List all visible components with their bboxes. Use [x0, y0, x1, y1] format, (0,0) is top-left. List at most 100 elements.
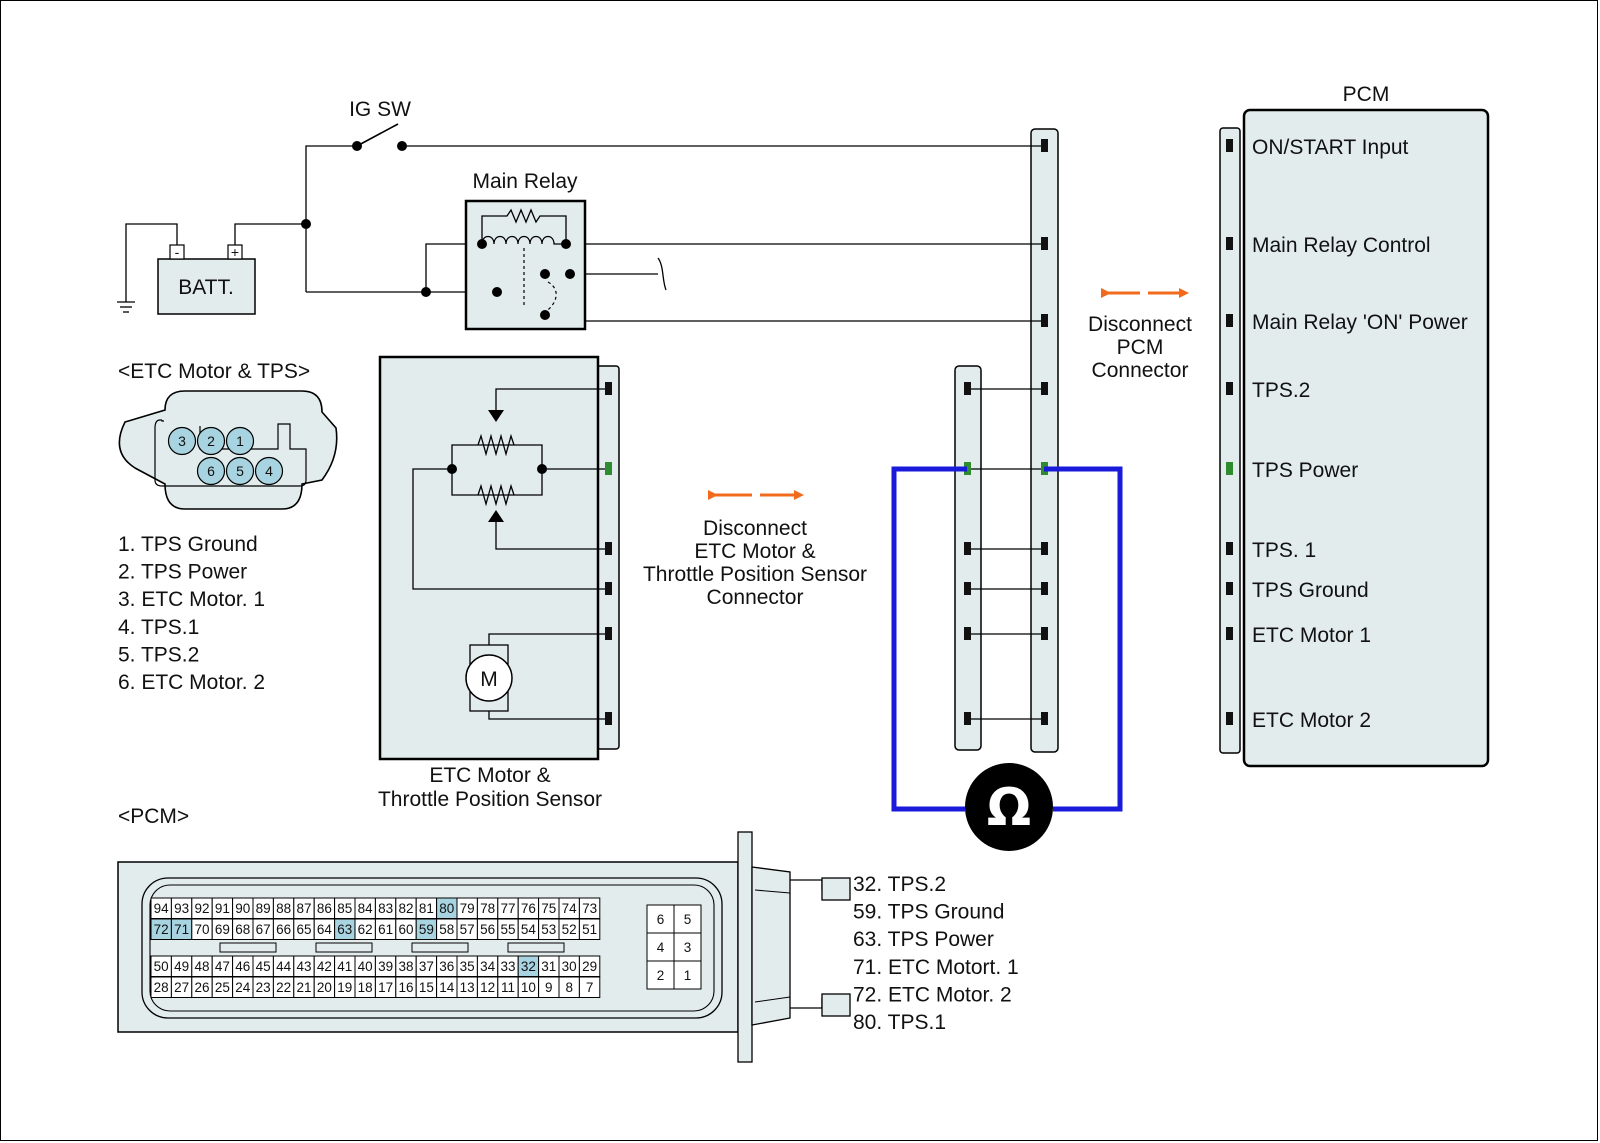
pcm-pin-number: 42 — [317, 959, 332, 974]
junction-dot — [301, 219, 311, 229]
junction-dot — [421, 287, 431, 297]
pcm-harness-terminal — [1041, 237, 1048, 250]
disconnect-pcm-line: PCM — [1117, 336, 1164, 359]
etc-box-terminal — [605, 582, 612, 595]
disconnect-pcm-line: Connector — [1092, 359, 1189, 382]
pcm-terminal-pin — [1226, 627, 1233, 640]
pcm-pin-number: 94 — [154, 901, 170, 916]
battery-negative-sign: - — [175, 244, 180, 260]
pcm-pin-number: 72 — [154, 922, 169, 937]
pcm-small-pin-number: 6 — [657, 912, 665, 927]
etc-connector-pin-number: 5 — [236, 463, 244, 479]
pcm-pin-number: 19 — [337, 980, 352, 995]
etc-connector-pin-number: 2 — [207, 433, 215, 449]
pcm-harness-connector — [1030, 128, 1059, 753]
pcm-pin-number: 29 — [582, 959, 597, 974]
etc-connector-pin-number: 1 — [236, 433, 244, 449]
pcm-pin-list-item: 59. TPS Ground — [853, 901, 1004, 924]
pcm-pin-number: 89 — [256, 901, 271, 916]
pcm-pin-number: 64 — [317, 922, 333, 937]
etc-harness-terminal — [964, 382, 971, 395]
pcm-pin-number: 86 — [317, 901, 332, 916]
pcm-pin-number: 44 — [276, 959, 292, 974]
pcm-pin-number: 63 — [337, 922, 352, 937]
pcm-pin-number: 18 — [358, 980, 373, 995]
etc-box-label-line2: Throttle Position Sensor — [378, 788, 602, 811]
etc-harness-terminal — [964, 542, 971, 555]
pcm-pin-number: 8 — [565, 980, 573, 995]
etc-connector-pin-number: 3 — [178, 433, 186, 449]
pcm-pin-list-item: 72. ETC Motor. 2 — [853, 983, 1012, 1006]
etc-box-label-line1: ETC Motor & — [429, 764, 550, 787]
pcm-pin-number: 51 — [582, 922, 597, 937]
etc-motor-tps-box: M ETC Motor & Throttle Position Sensor — [378, 355, 620, 811]
disconnect-pcm-line: Disconnect — [1088, 313, 1192, 336]
pcm-pin-number: 69 — [215, 922, 230, 937]
motor-label: M — [480, 668, 498, 691]
pcm-terminal-pin — [1226, 139, 1233, 152]
pcm-pin-number: 15 — [419, 980, 434, 995]
pcm-pin-list-item: 80. TPS.1 — [853, 1011, 946, 1034]
etc-harness-connector — [954, 365, 982, 751]
pcm-pin-number: 33 — [500, 959, 515, 974]
pcm-terminal-label: TPS.2 — [1252, 379, 1310, 402]
etc-pin-list-item: 2. TPS Power — [118, 561, 247, 584]
harness-terminal-group — [605, 139, 1048, 725]
etc-box-terminal — [605, 382, 612, 395]
ohm-symbol: Ω — [987, 778, 1031, 838]
ig-switch-contact-right — [397, 141, 407, 151]
etc-box-connector-strip — [596, 365, 620, 750]
pcm-pin-number: 26 — [194, 980, 209, 995]
etc-harness-terminal — [964, 582, 971, 595]
pcm-pin-number: 75 — [541, 901, 556, 916]
pcm-pin-number: 74 — [562, 901, 578, 916]
disconnect-etc-line: ETC Motor & — [694, 540, 815, 563]
pcm-small-pin-number: 5 — [684, 912, 692, 927]
etc-box-terminal — [605, 712, 612, 725]
pcm-pin-number: 49 — [174, 959, 189, 974]
pcm-pin-number: 76 — [521, 901, 536, 916]
pcm-terminal-label: Main Relay Control — [1252, 234, 1431, 257]
main-relay-label: Main Relay — [472, 170, 578, 193]
disconnect-etc-line: Throttle Position Sensor — [643, 563, 867, 586]
etc-box-terminal — [605, 542, 612, 555]
pcm-pin-number: 34 — [480, 959, 496, 974]
pcm-pin-number: 48 — [194, 959, 209, 974]
pcm-pin-cell — [578, 918, 601, 940]
pcm-pin-number: 56 — [480, 922, 495, 937]
battery — [157, 258, 256, 315]
pcm-pin-number: 36 — [439, 959, 454, 974]
pcm-harness-terminal — [1041, 582, 1048, 595]
pcm-pin-number: 53 — [541, 922, 556, 937]
etc-harness-terminal — [964, 462, 971, 475]
etc-connector-pin — [225, 456, 255, 486]
pcm-pin-number: 24 — [235, 980, 251, 995]
pcm-pin-number: 66 — [276, 922, 291, 937]
pcm-pin-number: 28 — [154, 980, 169, 995]
pcm-pin-number: 43 — [296, 959, 311, 974]
pcm-pin-number: 67 — [256, 922, 271, 937]
pcm-pin-number: 68 — [235, 922, 250, 937]
pcm-connector-title: <PCM> — [118, 805, 189, 828]
pcm-harness-terminal — [1041, 627, 1048, 640]
pcm-pin-number: 31 — [541, 959, 556, 974]
pcm-pin-list-item: 32. TPS.2 — [853, 873, 946, 896]
pcm-pin-number: 80 — [439, 901, 454, 916]
pcm-pin-number: 16 — [398, 980, 413, 995]
pcm-harness-terminal — [1041, 314, 1048, 327]
pcm-pin-list-item: 63. TPS Power — [853, 928, 994, 951]
pcm-pin-number: 25 — [215, 980, 230, 995]
etc-pin-list-item: 3. ETC Motor. 1 — [118, 588, 265, 611]
pcm-harness-terminal — [1041, 712, 1048, 725]
pcm-small-pin-number: 2 — [657, 968, 665, 983]
pcm-harness-terminal — [1041, 382, 1048, 395]
pcm-pin-list-item: 71. ETC Motort. 1 — [853, 956, 1019, 979]
pcm-pin-number: 92 — [194, 901, 209, 916]
pcm-pin-number: 90 — [235, 901, 250, 916]
pcm-pin-number: 79 — [460, 901, 475, 916]
disconnect-etc-line: Connector — [707, 586, 804, 609]
